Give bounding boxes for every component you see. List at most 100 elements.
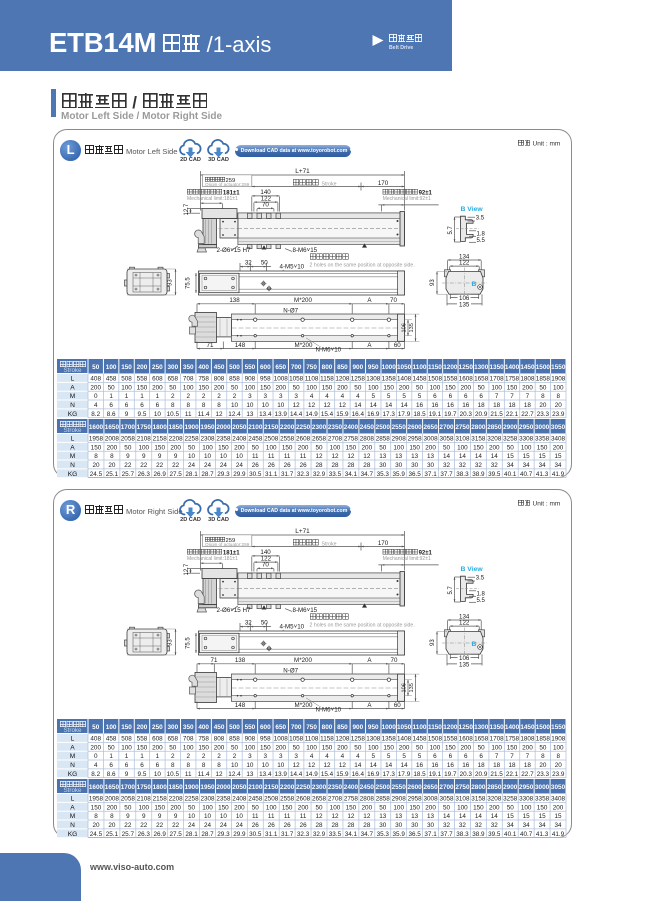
svg-text:1408: 1408 xyxy=(397,736,412,743)
svg-text:4: 4 xyxy=(325,753,329,760)
svg-text:2200: 2200 xyxy=(280,424,295,431)
svg-text:Mechanical limit:181±1: Mechanical limit:181±1 xyxy=(187,556,238,562)
svg-text:5: 5 xyxy=(418,393,422,400)
svg-text:9: 9 xyxy=(126,813,130,820)
svg-text:8.6: 8.6 xyxy=(107,411,116,418)
svg-text:32: 32 xyxy=(443,462,451,469)
svg-text:8.6: 8.6 xyxy=(107,771,116,778)
svg-text:4-M5˅10: 4-M5˅10 xyxy=(280,624,305,631)
svg-text:2408: 2408 xyxy=(232,435,247,442)
svg-text:40.7: 40.7 xyxy=(520,831,533,838)
svg-text:Stroke: Stroke xyxy=(64,427,82,434)
svg-text:92±1: 92±1 xyxy=(419,550,433,556)
svg-text:1150: 1150 xyxy=(428,724,442,731)
svg-text:93: 93 xyxy=(167,639,173,646)
svg-text:14.4: 14.4 xyxy=(290,771,303,778)
svg-text:37.7: 37.7 xyxy=(440,471,453,478)
svg-text:200: 200 xyxy=(425,444,436,451)
svg-text:2708: 2708 xyxy=(328,435,343,442)
svg-text:Stroke: Stroke xyxy=(322,181,337,187)
svg-text:32: 32 xyxy=(491,822,499,829)
svg-text:11.4: 11.4 xyxy=(198,411,210,418)
svg-text:2D CAD: 2D CAD xyxy=(180,517,201,522)
svg-text:1758: 1758 xyxy=(505,376,520,383)
svg-text:10: 10 xyxy=(277,762,285,769)
svg-text:2758: 2758 xyxy=(344,435,359,442)
svg-text:181±1: 181±1 xyxy=(223,550,240,556)
svg-text:14: 14 xyxy=(475,453,483,460)
svg-text:10: 10 xyxy=(246,762,254,769)
svg-text:KG: KG xyxy=(68,831,78,838)
svg-text:16: 16 xyxy=(416,402,424,409)
svg-text:15.4: 15.4 xyxy=(321,411,334,418)
svg-text:31.1: 31.1 xyxy=(265,831,278,838)
svg-text:18: 18 xyxy=(478,762,486,769)
svg-text:200: 200 xyxy=(362,444,373,451)
svg-text:28: 28 xyxy=(331,462,339,469)
svg-text:1: 1 xyxy=(125,393,129,400)
svg-text:2100: 2100 xyxy=(248,784,263,791)
svg-text:50: 50 xyxy=(443,444,451,451)
svg-text:28.1: 28.1 xyxy=(185,471,198,478)
svg-text:6: 6 xyxy=(125,762,129,769)
svg-text:100: 100 xyxy=(266,444,277,451)
svg-text:34: 34 xyxy=(507,822,515,829)
svg-text:12: 12 xyxy=(331,813,339,820)
svg-text:18: 18 xyxy=(508,762,516,769)
svg-text:558: 558 xyxy=(137,376,148,383)
svg-text:2350: 2350 xyxy=(328,424,343,431)
svg-text:18.5: 18.5 xyxy=(413,411,426,418)
svg-text:17.9: 17.9 xyxy=(398,771,411,778)
svg-text:50: 50 xyxy=(252,804,260,811)
svg-text:L: L xyxy=(71,435,75,442)
svg-text:50: 50 xyxy=(261,620,268,627)
svg-text:150: 150 xyxy=(154,444,165,451)
svg-text:50: 50 xyxy=(507,804,515,811)
svg-text:41.9: 41.9 xyxy=(552,831,565,838)
svg-text:1500: 1500 xyxy=(536,364,551,371)
svg-text:100: 100 xyxy=(393,444,404,451)
svg-text:35.9: 35.9 xyxy=(393,471,406,478)
svg-text:458: 458 xyxy=(106,736,117,743)
svg-text:2658: 2658 xyxy=(312,795,327,802)
svg-text:10: 10 xyxy=(231,762,239,769)
svg-text:808: 808 xyxy=(214,736,225,743)
svg-text:5.5: 5.5 xyxy=(477,598,486,604)
svg-text:1058: 1058 xyxy=(289,736,304,743)
svg-text:8: 8 xyxy=(541,393,545,400)
svg-text:34: 34 xyxy=(539,462,547,469)
svg-text:1908: 1908 xyxy=(551,736,566,743)
svg-text:1900: 1900 xyxy=(184,784,199,791)
svg-text:16: 16 xyxy=(416,762,424,769)
svg-text:3308: 3308 xyxy=(519,435,534,442)
svg-text:1400: 1400 xyxy=(505,364,520,371)
svg-text:200: 200 xyxy=(90,384,101,391)
svg-text:12: 12 xyxy=(293,762,301,769)
svg-text:N: N xyxy=(70,462,75,469)
svg-text:20: 20 xyxy=(539,402,547,409)
svg-text:28: 28 xyxy=(315,822,323,829)
svg-text:14: 14 xyxy=(385,762,393,769)
svg-text:13: 13 xyxy=(427,813,435,820)
svg-text:100: 100 xyxy=(202,804,213,811)
svg-text:2858: 2858 xyxy=(376,435,391,442)
svg-text:50: 50 xyxy=(293,744,301,751)
svg-text:2600: 2600 xyxy=(408,784,423,791)
svg-text:14: 14 xyxy=(401,762,409,769)
svg-text:1808: 1808 xyxy=(520,736,535,743)
svg-text:9.5: 9.5 xyxy=(138,411,147,418)
svg-text:100: 100 xyxy=(521,444,532,451)
svg-text:36.5: 36.5 xyxy=(408,471,421,478)
svg-text:200: 200 xyxy=(298,444,309,451)
svg-text:28: 28 xyxy=(315,462,323,469)
svg-text:KG: KG xyxy=(68,771,78,778)
svg-text:1100: 1100 xyxy=(413,364,427,371)
svg-text:3: 3 xyxy=(279,393,283,400)
svg-text:2550: 2550 xyxy=(392,424,407,431)
svg-text:1858: 1858 xyxy=(536,376,551,383)
svg-text:3308: 3308 xyxy=(519,795,534,802)
svg-text:100: 100 xyxy=(430,384,441,391)
svg-text:10: 10 xyxy=(231,402,239,409)
svg-text:400: 400 xyxy=(198,364,209,371)
svg-text:100: 100 xyxy=(330,804,341,811)
